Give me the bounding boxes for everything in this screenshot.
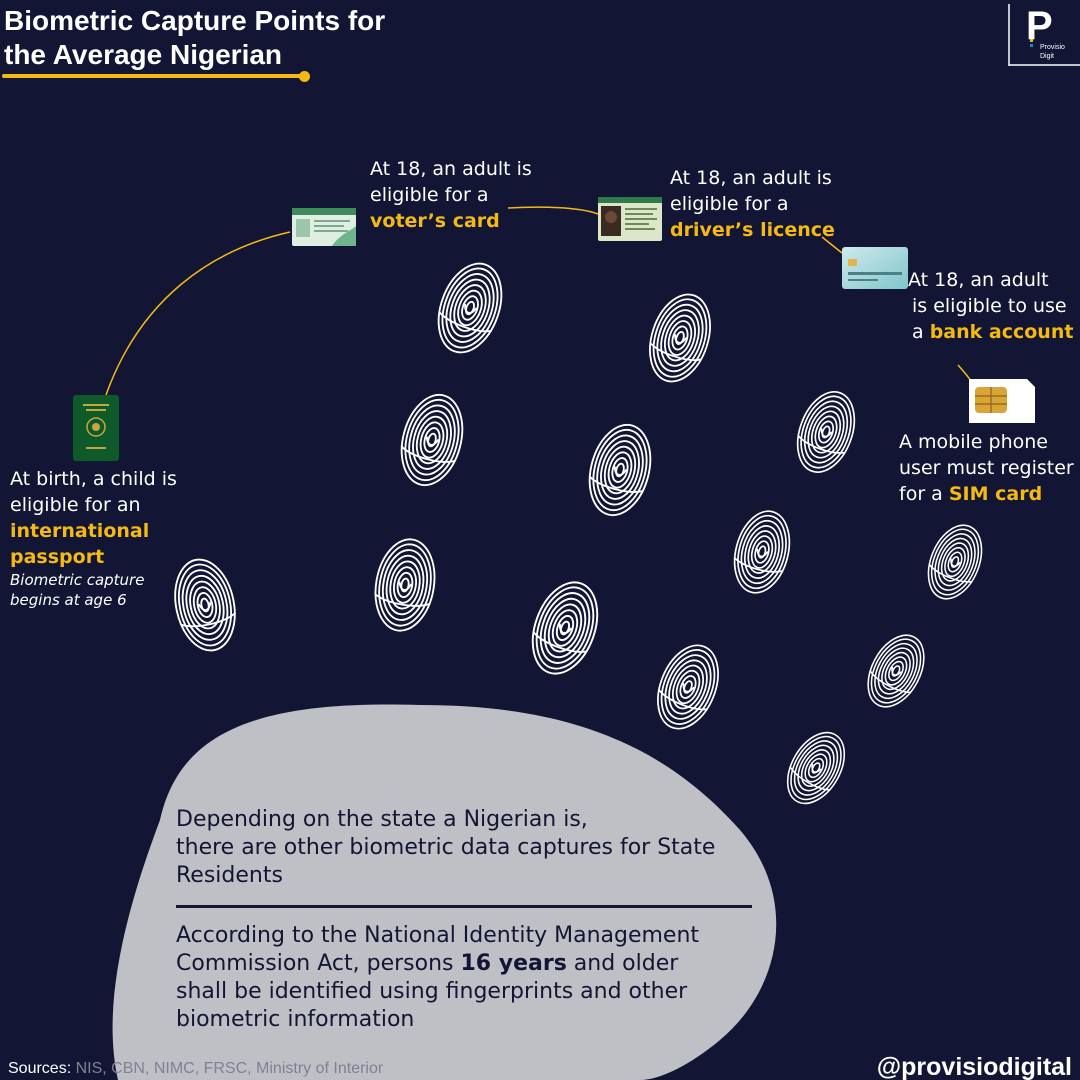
passport-line-2: eligible for an bbox=[10, 494, 141, 516]
bank-account-milestone: At 18, an adult is eligible to use a ban… bbox=[908, 267, 1073, 345]
drivers-licence-icon bbox=[598, 197, 662, 241]
fingerprint bbox=[725, 504, 799, 600]
sim-line-3: for a SIM card bbox=[899, 481, 1074, 507]
voter-highlight: voter’s card bbox=[370, 210, 500, 232]
fingerprint bbox=[579, 417, 661, 523]
sim-card-icon bbox=[969, 379, 1035, 423]
passport-milestone: At birth, a child is eligible for an int… bbox=[10, 466, 177, 610]
fingerprint bbox=[391, 387, 473, 493]
fingerprint bbox=[917, 516, 993, 608]
sources-list: NIS, CBN, NIMC, FRSC, Ministry of Interi… bbox=[75, 1060, 384, 1077]
bank-card-icon bbox=[842, 247, 908, 289]
licence-line-1: At 18, an adult is bbox=[670, 167, 832, 189]
fingerprint bbox=[367, 533, 443, 637]
fingerprint bbox=[775, 721, 857, 815]
passport-icon bbox=[73, 395, 119, 461]
voter-line-1: At 18, an adult is bbox=[370, 158, 532, 180]
passport-highlight-1: international bbox=[10, 520, 150, 542]
sim-card-milestone: A mobile phone user must register for a … bbox=[899, 429, 1074, 507]
para1-line-2: there are other biometric data captures … bbox=[176, 835, 716, 860]
bank-line-1: At 18, an adult bbox=[908, 269, 1049, 291]
logo-text-top: Provisio bbox=[1040, 44, 1065, 51]
social-handle[interactable]: @provisiodigital bbox=[876, 1053, 1072, 1080]
voter-card-icon bbox=[292, 208, 356, 246]
fingerprint bbox=[856, 625, 936, 717]
fingerprint bbox=[645, 635, 731, 739]
sim-line-1: A mobile phone bbox=[899, 431, 1048, 453]
logo-text-bottom: Digit bbox=[1040, 53, 1055, 60]
sim-highlight: SIM card bbox=[948, 483, 1043, 505]
licence-highlight: driver’s licence bbox=[670, 219, 835, 241]
title-underline bbox=[2, 74, 304, 78]
fingerprint bbox=[786, 383, 866, 481]
para2-line-4: biometric information bbox=[176, 1007, 415, 1032]
state-residents-paragraph: Depending on the state a Nigerian is, th… bbox=[176, 806, 756, 890]
sim-prefix: for a bbox=[899, 483, 949, 505]
para2-line-2-post: and older bbox=[566, 951, 679, 976]
age-highlight: 16 years bbox=[460, 951, 567, 976]
bank-highlight: bank account bbox=[929, 321, 1074, 343]
fingerprint bbox=[520, 572, 610, 684]
para1-line-3: Residents bbox=[176, 863, 283, 888]
para1-line-1: Depending on the state a Nigerian is, bbox=[176, 807, 588, 832]
para2-line-2: Commission Act, persons 16 years and old… bbox=[176, 950, 756, 978]
passport-note-1: Biometric capture bbox=[10, 571, 145, 589]
fingerprint bbox=[166, 553, 244, 657]
para2-line-1: According to the National Identity Manag… bbox=[176, 923, 700, 948]
provisio-logo-icon bbox=[1008, 4, 1080, 66]
bank-line-2: is eligible to use bbox=[912, 295, 1067, 317]
para2-line-3: shall be identified using fingerprints a… bbox=[176, 979, 688, 1004]
page-title: Biometric Capture Points for the Average… bbox=[4, 4, 385, 72]
passport-line-1: At birth, a child is bbox=[10, 468, 177, 490]
nimc-act-paragraph: According to the National Identity Manag… bbox=[176, 922, 756, 1034]
title-line-2: the Average Nigerian bbox=[4, 39, 283, 70]
passport-highlight-2: passport bbox=[10, 546, 105, 568]
title-line-1: Biometric Capture Points for bbox=[4, 5, 386, 36]
sources-label: Sources: bbox=[8, 1060, 72, 1077]
drivers-licence-milestone: At 18, an adult is eligible for a driver… bbox=[670, 165, 835, 243]
title-underline-dot bbox=[299, 71, 310, 82]
para2-line-2-pre: Commission Act, persons bbox=[176, 951, 461, 976]
bank-prefix: a bbox=[912, 321, 930, 343]
fingerprint bbox=[638, 285, 722, 391]
passport-note-2: begins at age 6 bbox=[10, 591, 127, 609]
bank-line-3: a bank account bbox=[908, 319, 1073, 345]
sim-line-2: user must register bbox=[899, 457, 1074, 479]
voter-line-2: eligible for a bbox=[370, 184, 489, 206]
paragraph-divider bbox=[176, 905, 752, 908]
voter-card-milestone: At 18, an adult is eligible for a voter’… bbox=[370, 156, 532, 234]
logo-letter: P bbox=[1026, 4, 1053, 48]
sources: Sources: NIS, CBN, NIMC, FRSC, Ministry … bbox=[8, 1059, 383, 1079]
fingerprint bbox=[426, 253, 514, 363]
licence-line-2: eligible for a bbox=[670, 193, 789, 215]
